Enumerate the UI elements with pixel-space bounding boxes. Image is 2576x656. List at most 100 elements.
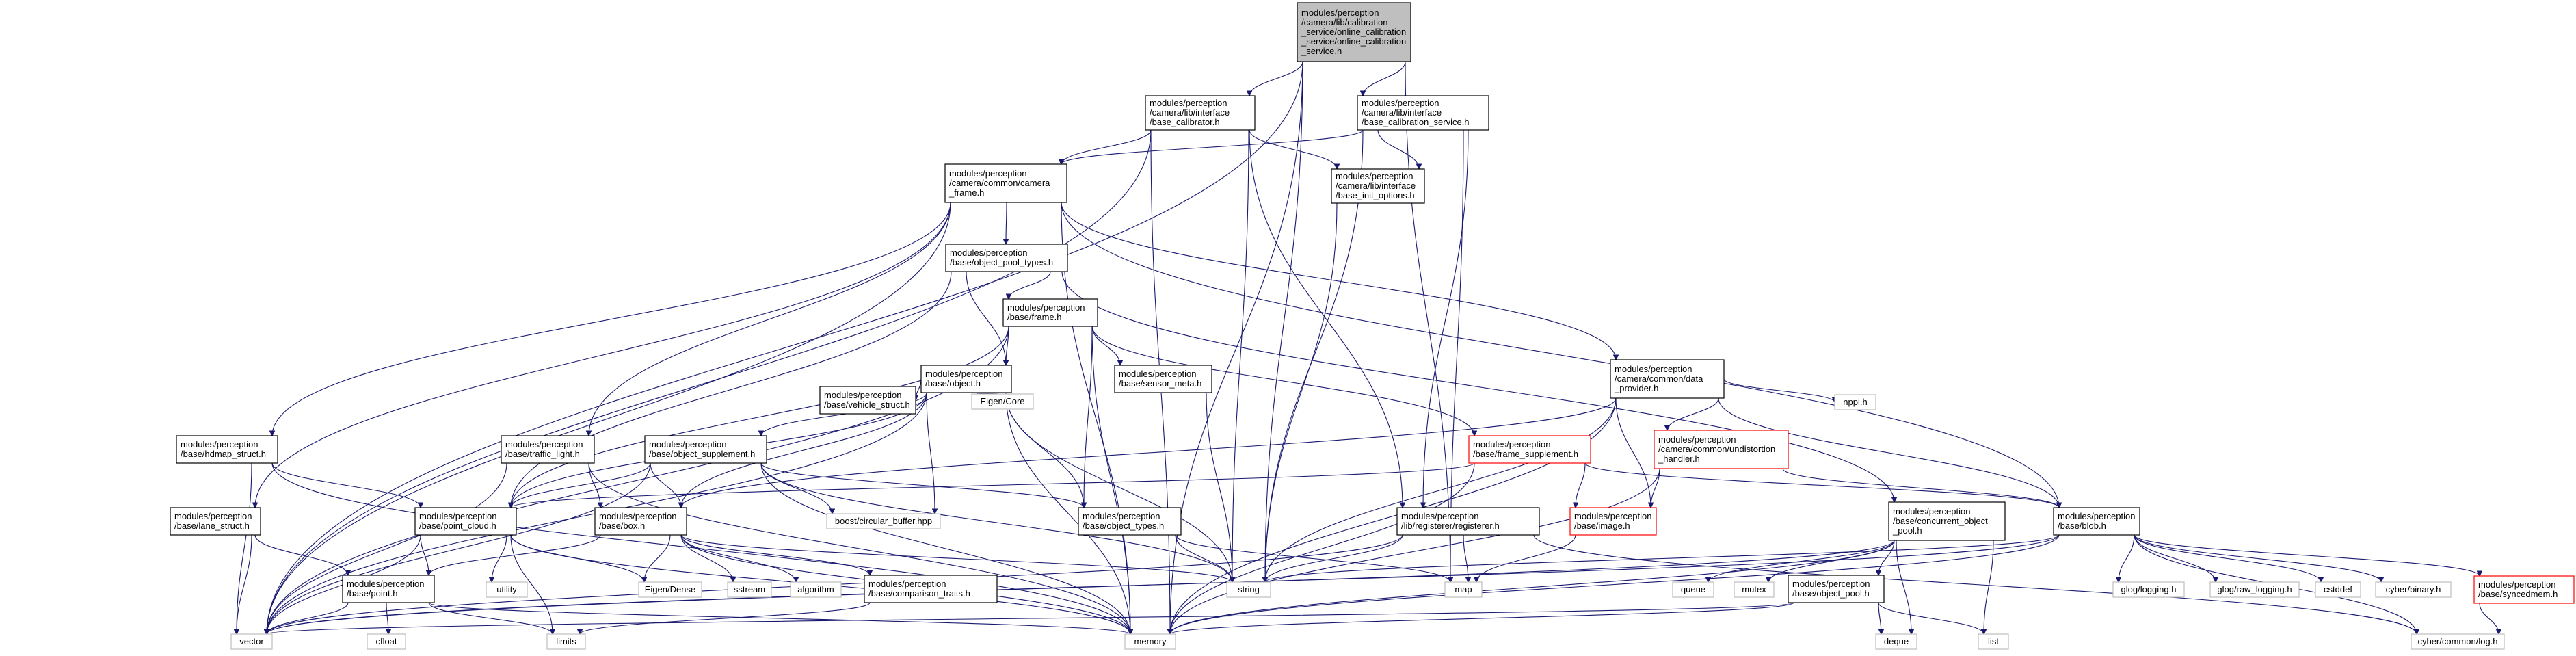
node-point_cloud[interactable]: modules/perception/base/point_cloud.h [414, 507, 517, 536]
node-label-line: modules/perception [505, 439, 583, 449]
node-syncedmem[interactable]: modules/perception/base/syncedmem.h [2473, 575, 2575, 604]
edge-point-to-limits [428, 602, 553, 634]
node-deque: deque [1875, 633, 1917, 650]
node-box [1331, 168, 1425, 204]
node-box [1654, 430, 1789, 469]
node-box [1226, 581, 1271, 598]
node-object_supplement[interactable]: modules/perception/base/object_supplemen… [644, 435, 767, 464]
edge-base_calibrator-to-registerer [1249, 129, 1403, 508]
edge-object_supplement-to-string [760, 462, 1232, 582]
node-camera_frame[interactable]: modules/perception/camera/common/camera_… [944, 163, 1067, 203]
edge-image-to-map [1476, 534, 1576, 582]
node-label-line: /camera/lib/interface [1336, 181, 1416, 191]
node-label-line: /base/frame_supplement.h [1473, 449, 1578, 459]
node-hdmap_struct[interactable]: modules/perception/base/hdmap_struct.h [176, 435, 278, 464]
node-lane_struct[interactable]: modules/perception/base/lane_struct.h [170, 507, 261, 536]
node-base_calibrator[interactable]: modules/perception/camera/lib/interface/… [1145, 95, 1256, 131]
node-label-line: cyber/common/log.h [2417, 636, 2497, 646]
node-glog_logging: glog/logging.h [2112, 581, 2185, 598]
node-label-line: modules/perception [1792, 579, 1870, 589]
edge-base_calibrator-to-base_init_options [1249, 129, 1337, 169]
edge-lane_struct-to-vector [237, 534, 252, 634]
node-label-line: memory [1134, 636, 1167, 646]
node-label-line: modules/perception [824, 390, 901, 400]
node-label-line: modules/perception [649, 439, 726, 449]
node-algorithm: algorithm [790, 581, 842, 598]
edge-box-to-sstream [680, 534, 733, 582]
node-boost_cb: boost/circular_buffer.hpp [826, 513, 941, 529]
edge-data_provider-to-box [681, 397, 1617, 508]
node-object_pool[interactable]: modules/perception/base/object_pool.h [1788, 575, 1885, 603]
node-box [1788, 575, 1885, 603]
node-traffic_light[interactable]: modules/perception/base/traffic_light.h [501, 435, 595, 464]
node-blob[interactable]: modules/perception/base/blob.h [2053, 507, 2140, 536]
node-object[interactable]: modules/perception/base/object.h [920, 365, 1012, 393]
node-frame_supplement[interactable]: modules/perception/base/frame_supplement… [1468, 435, 1591, 464]
node-label-line: modules/perception [1574, 511, 1651, 521]
node-label-line: /base/object_pool_types.h [950, 257, 1053, 267]
node-vehicle_struct[interactable]: modules/perception/base/vehicle_struct.h [819, 386, 916, 415]
node-label-line: /base_calibration_service.h [1362, 117, 1470, 127]
node-frame[interactable]: modules/perception/base/frame.h [1002, 298, 1098, 327]
node-box [819, 386, 916, 415]
edge-concurrent_object_pool-to-list [1984, 540, 1994, 634]
node-box [920, 365, 1012, 393]
edge-object_supplement-to-memory [760, 462, 1130, 634]
node-object_types[interactable]: modules/perception/base/object_types.h [1078, 507, 1182, 536]
edge-blob-to-glog_raw_logging [2134, 534, 2216, 582]
edge-traffic_light-to-box [588, 462, 600, 508]
edge-camera_frame-to-object_pool_types [1006, 202, 1007, 244]
node-object_pool_types[interactable]: modules/perception/base/object_pool_type… [945, 244, 1068, 272]
edge-comparison_traits-to-limits [580, 602, 871, 635]
node-data_provider[interactable]: modules/perception/camera/common/data_pr… [1610, 359, 1725, 399]
node-concurrent_object_pool[interactable]: modules/perception/base/concurrent_objec… [1888, 501, 2006, 541]
node-box [176, 435, 278, 464]
node-label-line: queue [1681, 584, 1705, 594]
edge-root-to-memory [1170, 61, 1303, 634]
node-label-line: /camera/lib/interface [1150, 107, 1230, 118]
node-label-line: cyber/binary.h [2386, 584, 2441, 594]
edge-point-to-memory [428, 602, 1130, 634]
node-label-line: /base/point.h [347, 588, 397, 599]
node-box [1078, 507, 1182, 536]
edge-lane_struct-to-point [254, 534, 348, 575]
node-box [971, 393, 1034, 410]
node-label-line: /base/traffic_light.h [505, 449, 580, 459]
node-list: list [1978, 633, 2009, 650]
node-registerer[interactable]: modules/perception/lib/registerer/regist… [1396, 507, 1540, 536]
node-label-line: /base_init_options.h [1336, 190, 1415, 200]
edge-base_calibration_service-to-map [1450, 129, 1464, 582]
node-label-line: Eigen/Core [980, 396, 1024, 406]
node-box [1002, 298, 1098, 327]
node-base_init_options[interactable]: modules/perception/camera/lib/interface/… [1331, 168, 1425, 204]
edge-root-to-string [1265, 61, 1303, 582]
node-undistortion_handler[interactable]: modules/perception/camera/common/undisto… [1654, 430, 1789, 469]
edge-data_provider-to-image [1615, 397, 1651, 508]
edge-point_cloud-to-point [420, 534, 429, 575]
node-label-line: modules/perception [950, 248, 1027, 258]
nodes-layer: modules/perception/camera/lib/calibratio… [170, 2, 2575, 650]
node-comparison_traits[interactable]: modules/perception/base/comparison_trait… [864, 575, 998, 603]
edge-base_calibrator-to-vector [267, 129, 1152, 634]
node-label-line: map [1455, 584, 1472, 594]
node-label-line: modules/perception [1301, 8, 1379, 18]
node-sensor_meta[interactable]: modules/perception/base/sensor_meta.h [1114, 365, 1212, 393]
node-box [790, 581, 842, 598]
edge-base_calibration_service-to-string [1265, 129, 1364, 582]
edge-object_pool-to-memory [1170, 602, 1794, 634]
node-image[interactable]: modules/perception/base/image.h [1569, 507, 1657, 536]
node-base_calibration_service[interactable]: modules/perception/camera/lib/interface/… [1357, 95, 1489, 131]
edge-point_cloud-to-limits [510, 534, 553, 634]
node-label-line: nppi.h [1843, 397, 1867, 407]
edge-frame-to-memory [1091, 326, 1130, 634]
edge-hdmap_struct-to-point_cloud [271, 462, 421, 508]
node-box[interactable]: modules/perception/base/box.h [594, 507, 687, 536]
node-label-line: /base/comparison_traits.h [868, 588, 970, 599]
edge-frame_supplement-to-memory [1170, 462, 1475, 634]
node-box [1569, 507, 1657, 536]
node-label-line: string [1238, 584, 1260, 594]
node-label-line: modules/perception [599, 511, 676, 521]
node-label-line: modules/perception [1007, 302, 1085, 313]
node-box [1888, 501, 2006, 541]
node-point[interactable]: modules/perception/base/point.h [342, 575, 435, 603]
